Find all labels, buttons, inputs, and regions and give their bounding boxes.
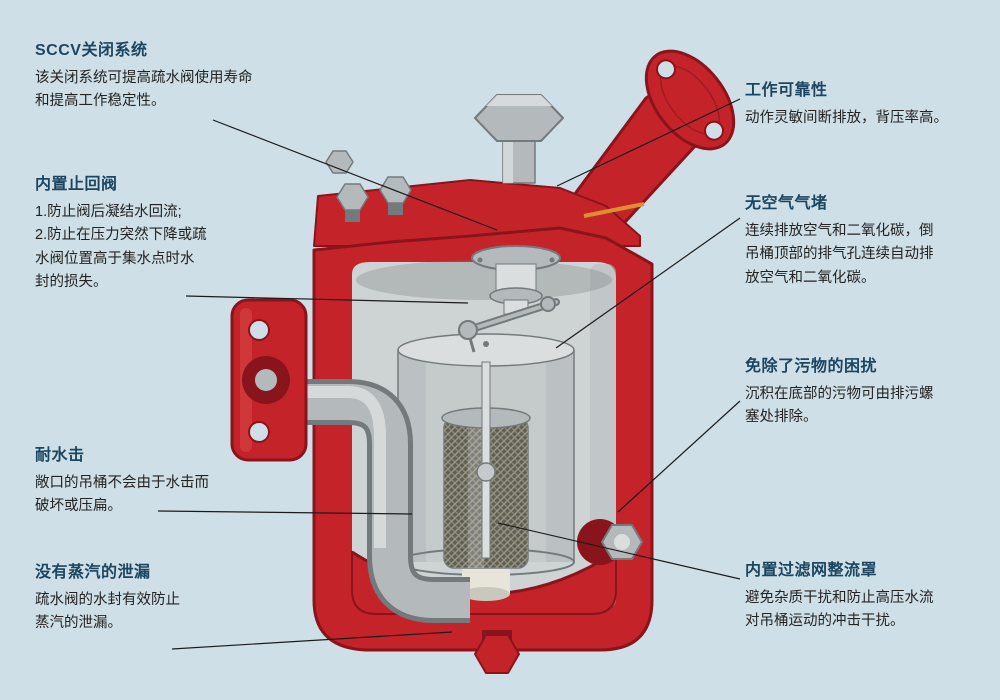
bonnet-bolts	[325, 150, 412, 222]
annotation-title: 工作可靠性	[745, 82, 828, 99]
leader-line-reliability	[556, 98, 741, 187]
bucket-vent-hole	[483, 341, 489, 347]
annotation-body: 沉积在底部的污物可由排污螺塞处排除。	[745, 386, 934, 426]
leader-line-dirt-free	[617, 400, 741, 513]
annotation-sccv: SCCV关闭系统 该关闭系统可提高疏水阀使用寿命和提高工作稳定性。	[35, 36, 253, 114]
flange-bolt-hole	[248, 421, 270, 443]
annotation-title: 没有蒸汽的泄漏	[35, 564, 151, 581]
annotation-title: 内置过滤网整流罩	[745, 562, 878, 579]
leader-line-no-steam-leak	[171, 631, 453, 650]
leader-line-check-valve	[185, 295, 469, 304]
leader-line-no-airlock	[555, 217, 741, 349]
annotation-body: 1.防止阀后凝结水回流; 2.防止在压力突然下降或疏水阀位置高于集水点时水封的损…	[35, 204, 207, 291]
valve-mechanism	[458, 245, 561, 353]
leader-lines	[157, 98, 741, 650]
annotation-reliability: 工作可靠性 动作灵敏间断排放，背压率高。	[745, 76, 975, 130]
annotation-body: 该关闭系统可提高疏水阀使用寿命和提高工作稳定性。	[35, 70, 253, 110]
annotation-title: 免除了污物的困扰	[745, 358, 878, 375]
guide-rod	[481, 361, 491, 559]
annotation-body: 疏水阀的水封有效防止蒸汽的泄漏。	[35, 592, 180, 632]
annotation-title: 耐水击	[35, 447, 85, 464]
annotation-body: 避免杂质干扰和防止高压水流对吊桶运动的冲击干扰。	[745, 590, 934, 630]
annotation-dirt-free: 免除了污物的困扰 沉积在底部的污物可由排污螺塞处排除。	[745, 352, 943, 430]
filter-screen	[441, 361, 531, 601]
annotation-body: 连续排放空气和二氧化碳，倒吊桶顶部的排气孔连续自动排放空气和二氧化碳。	[745, 223, 934, 286]
annotation-no-steam-leak: 没有蒸汽的泄漏 疏水阀的水封有效防止蒸汽的泄漏。	[35, 558, 185, 636]
annotation-body: 动作灵敏间断排放，背压率高。	[745, 110, 948, 126]
annotation-title: 无空气气堵	[745, 195, 828, 212]
drain-plug	[577, 519, 643, 565]
annotation-no-airlock: 无空气气堵 连续排放空气和二氧化碳，倒吊桶顶部的排气孔连续自动排放空气和二氧化碳…	[745, 189, 943, 290]
inlet-flange	[230, 298, 308, 462]
annotation-waterhammer: 耐水击 敞口的吊桶不会由于水击而破坏或压扁。	[35, 441, 217, 519]
inlet-pipe	[302, 379, 470, 623]
leader-line-sccv	[212, 119, 498, 231]
leader-line-waterhammer	[157, 510, 413, 515]
bottom-plug	[474, 630, 520, 674]
annotation-title: 内置止回阀	[35, 176, 118, 193]
annotation-title: SCCV关闭系统	[35, 42, 148, 59]
annotation-strainer: 内置过滤网整流罩 避免杂质干扰和防止高压水流对吊桶运动的冲击干扰。	[745, 556, 943, 634]
steam-trap-illustration	[230, 49, 736, 674]
outlet-flange	[644, 49, 736, 151]
annotation-check-valve: 内置止回阀 1.防止阀后凝结水回流; 2.防止在压力突然下降或疏水阀位置高于集水…	[35, 170, 207, 295]
flange-bolt-hole	[655, 59, 676, 80]
leader-line-strainer	[497, 522, 741, 580]
flange-bolt-hole	[248, 319, 270, 341]
gasket-line	[583, 202, 645, 218]
annotation-body: 敞口的吊桶不会由于水击而破坏或压扁。	[35, 475, 209, 515]
flange-bolt-hole	[704, 120, 725, 141]
